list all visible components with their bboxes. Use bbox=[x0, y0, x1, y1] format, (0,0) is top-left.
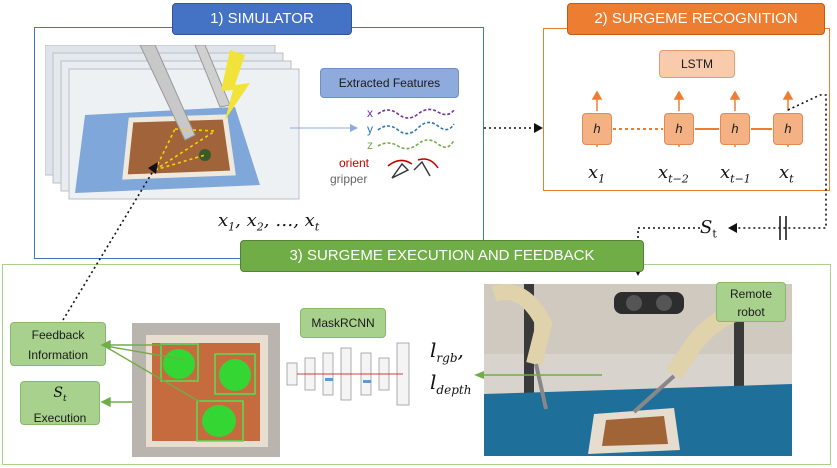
lstm-input-t-minus-2: xt−2 bbox=[658, 162, 689, 186]
lstm-cell-t-minus-1: h bbox=[720, 113, 750, 145]
remote-robot-label: Remote robot bbox=[716, 282, 786, 322]
maskrcnn-network-diagram bbox=[286, 342, 410, 406]
recognition-output-path bbox=[633, 94, 827, 276]
maskrcnn-label: MaskRCNN bbox=[300, 308, 386, 338]
feature-gripper-label: gripper bbox=[330, 172, 368, 186]
sim-to-recognition-arrow bbox=[484, 123, 543, 133]
recognition-title: 2) SURGEME RECOGNITION bbox=[567, 3, 825, 35]
st-output-label: St bbox=[700, 217, 717, 241]
feedback-information-label: Feedback Information bbox=[10, 322, 106, 366]
feature-trajectory-curves bbox=[377, 108, 455, 150]
feature-x-label: x bbox=[367, 106, 373, 120]
lstm-input-t-minus-1: xt−1 bbox=[720, 162, 751, 186]
simulator-title: 1) SIMULATOR bbox=[172, 3, 352, 35]
feature-sequence-label: x1, x2, …, xt bbox=[218, 210, 320, 234]
lstm-cell-t: h bbox=[773, 113, 803, 145]
robot-to-maskrcnn-arrow bbox=[474, 371, 602, 379]
feedback-to-simulator-arrow bbox=[62, 162, 158, 321]
feature-orient-label: orient bbox=[339, 156, 370, 170]
lstm-input-1: x1 bbox=[588, 162, 606, 186]
l-depth-label: ldepth bbox=[430, 370, 472, 397]
l-rgb-label: lrgb, bbox=[430, 338, 464, 365]
st-execution-label: St Execution bbox=[20, 381, 100, 425]
lstm-label: LSTM bbox=[659, 50, 735, 78]
execution-title: 3) SURGEME EXECUTION AND FEEDBACK bbox=[240, 240, 644, 272]
sim-to-features-arrow bbox=[290, 124, 358, 132]
feature-z-label: z bbox=[367, 138, 373, 152]
lstm-cell-1: h bbox=[582, 113, 612, 145]
lstm-input-t: xt bbox=[779, 162, 794, 186]
gripper-orient-icon bbox=[387, 158, 439, 179]
feedback-arrows bbox=[100, 339, 201, 408]
feature-y-label: y bbox=[367, 122, 373, 136]
simulator-image-stack bbox=[44, 44, 300, 200]
lstm-cell-t-minus-2: h bbox=[664, 113, 694, 145]
extracted-features-label: Extracted Features bbox=[320, 68, 459, 98]
